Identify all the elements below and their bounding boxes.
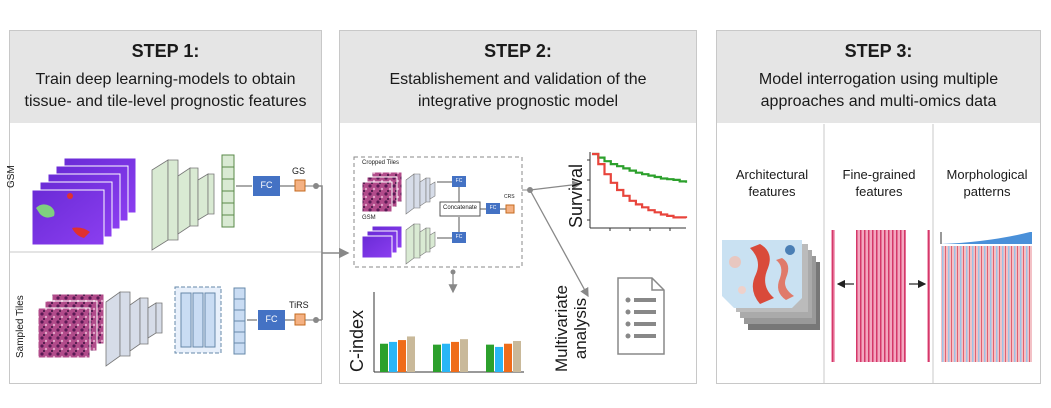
architectural-line2: features [748,184,796,199]
multivariate-line1: Multivariate [552,285,571,372]
cindex-axis-label: C-index [347,309,367,372]
tirs-output-label: TiRS [289,300,309,310]
fine-grained-line2: features [855,184,903,199]
mini-fc-top-label: FC [455,178,463,184]
gsm-side-label: GSM [6,165,17,188]
concatenate-label: Concatenate [442,205,478,211]
step3-title: STEP 3: [844,41,913,61]
mini-fc-mid-label: FC [489,205,497,211]
step2-header: STEP 2: Establishement and validation of… [340,31,696,123]
fine-grained-features-label: Fine-grained features [826,166,932,200]
survival-axis-label: Survival [566,163,586,228]
step3-desc-line2: approaches and multi-omics data [760,93,997,110]
step2-desc-line2: integrative prognostic model [417,93,619,110]
architectural-features-label: Architectural features [722,166,822,200]
step1-panel: STEP 1: Train deep learning-models to ob… [9,30,322,384]
step3-panel: STEP 3: Model interrogation using multip… [716,30,1041,384]
morphological-line2: patterns [963,184,1011,199]
crs-label: CRS [504,194,515,200]
step1-desc-line2: tissue- and tile-level prognostic featur… [24,93,307,110]
architectural-line1: Architectural [735,167,809,182]
gsm-fc-label: FC [260,180,273,190]
step1-description: Train deep learning-models to obtain tis… [14,69,317,113]
cropped-tiles-label: Cropped Tiles [362,160,400,166]
step3-description: Model interrogation using multiple appro… [721,69,1036,113]
morphological-line1: Morphological [946,167,1028,182]
fine-grained-line1: Fine-grained [842,167,916,182]
morphological-patterns-label: Morphological patterns [935,166,1039,200]
step1-desc-line1: Train deep learning-models to obtain [35,71,296,88]
multivariate-line2: analysis [571,297,590,360]
step2-gsm-label: GSM [362,215,376,221]
step2-panel: STEP 2: Establishement and validation of… [339,30,697,384]
multivariate-label: Multivariate analysis [552,285,590,372]
gs-output-label: GS [292,166,306,176]
tiles-fc-label: FC [265,314,278,324]
sampled-tiles-side-label: Sampled Tiles [15,295,26,358]
step2-desc-line1: Establishement and validation of the [389,71,647,88]
mini-fc-bottom-label: FC [455,234,463,240]
step2-title: STEP 2: [484,41,552,61]
step1-title: STEP 1: [131,41,200,61]
step3-header: STEP 3: Model interrogation using multip… [717,31,1040,123]
step1-header: STEP 1: Train deep learning-models to ob… [10,31,321,123]
step3-desc-line1: Model interrogation using multiple [758,71,999,88]
step2-description: Establishement and validation of the int… [344,69,692,113]
